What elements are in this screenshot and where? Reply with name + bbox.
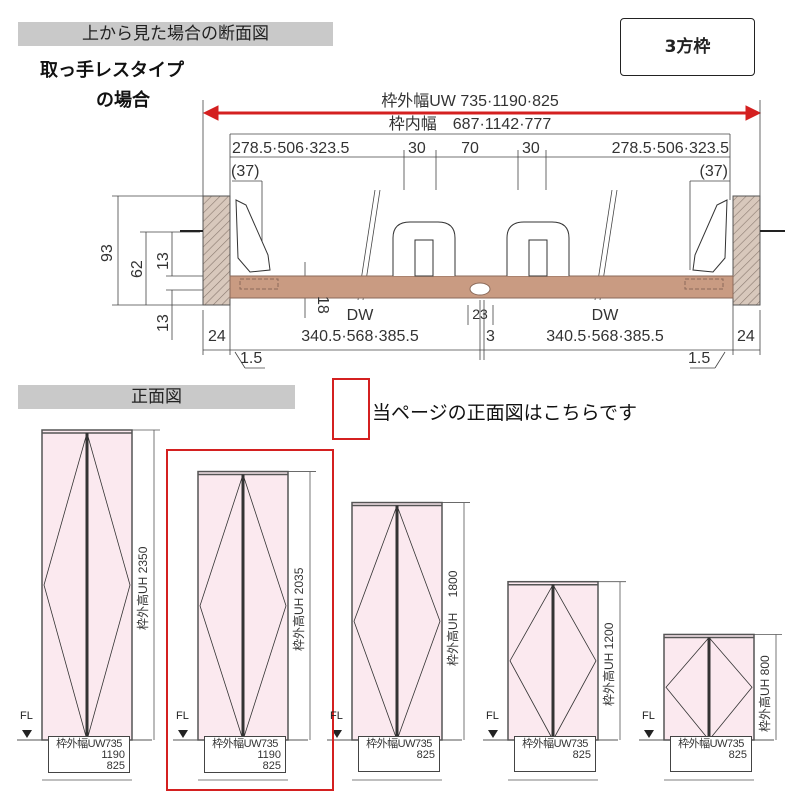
width-value: 825 bbox=[572, 749, 591, 761]
height-label: 枠外高UH 2035 bbox=[292, 567, 306, 651]
handleless-note-line2: の場合 bbox=[96, 90, 150, 111]
h13-top-dim: 13 bbox=[155, 252, 172, 270]
joint-dim: 23 bbox=[472, 306, 488, 322]
dw-left-dim: 340.5·568·385.5 bbox=[301, 328, 419, 345]
width-value: 825 bbox=[416, 749, 435, 761]
width-value: 枠外幅UW735 bbox=[366, 738, 432, 750]
right-offset-dim: (37) bbox=[700, 163, 728, 180]
left-wall bbox=[202, 195, 231, 306]
right-fold-indicator bbox=[552, 584, 597, 741]
frame-type-badge: 3方枠 bbox=[620, 18, 755, 76]
right-wall bbox=[732, 195, 761, 306]
h13-bottom-dim: 13 bbox=[155, 314, 172, 332]
right-panel-dim: 278.5·506·323.5 bbox=[612, 140, 730, 157]
selected-door-highlight[interactable] bbox=[166, 448, 334, 791]
clear-right-dim: 1.5 bbox=[688, 350, 710, 367]
right-hinge bbox=[692, 199, 728, 273]
left-offset-dim: (37) bbox=[231, 163, 259, 180]
inner-width-dim: 枠内幅 687·1142·777 bbox=[389, 115, 552, 133]
right-fold-indicator bbox=[86, 432, 131, 741]
width-value: 1190 bbox=[257, 749, 281, 761]
outer-width-arrow bbox=[202, 105, 762, 121]
left-fold-indicator bbox=[353, 505, 398, 741]
left-hinge bbox=[235, 199, 271, 273]
joint-gap-dim: 3 bbox=[486, 328, 495, 345]
floor-level-marker-icon bbox=[488, 730, 498, 738]
width-value: 枠外幅UW735 bbox=[522, 738, 588, 750]
floor-level-label: FL bbox=[176, 710, 189, 722]
gap-right-dim: 30 bbox=[522, 140, 540, 157]
floor-level-marker-icon bbox=[644, 730, 654, 738]
dw-left-label: DW bbox=[347, 307, 375, 324]
left-fold-indicator bbox=[509, 584, 554, 741]
floor-level-marker-icon bbox=[22, 730, 32, 738]
height-label: 枠外高UH 1800 bbox=[446, 570, 460, 667]
height-label: 枠外高UH 800 bbox=[758, 655, 772, 733]
width-value: 825 bbox=[106, 760, 125, 772]
right-fold-indicator bbox=[708, 637, 753, 741]
outer-width-dim: 枠外幅UW 735·1190·825 bbox=[381, 92, 559, 110]
floor-level-label: FL bbox=[20, 710, 33, 722]
handleless-note-line1: 取っ手レスタイプ bbox=[40, 60, 184, 81]
width-value: 枠外幅UW735 bbox=[56, 738, 122, 750]
left-fold-indicator bbox=[199, 474, 244, 741]
width-value: 枠外幅UW735 bbox=[678, 738, 744, 750]
width-value: 1190 bbox=[101, 749, 125, 761]
left-panel-dim: 278.5·506·323.5 bbox=[232, 140, 350, 157]
highlight-legend-box bbox=[332, 378, 370, 440]
height-label: 枠外高UH 2350 bbox=[136, 546, 150, 630]
h93-dim: 93 bbox=[99, 244, 116, 262]
thickness-dim: 18 bbox=[314, 296, 331, 314]
floor-level-label: FL bbox=[486, 710, 499, 722]
current-page-pointer-text: 当ページの正面図はこちらです bbox=[372, 402, 638, 424]
width-value: 825 bbox=[728, 749, 747, 761]
floor-level-marker-icon bbox=[178, 730, 188, 738]
left-fold-indicator bbox=[665, 637, 710, 741]
floor-level-label: FL bbox=[642, 710, 655, 722]
section-view-header: 上から見た場合の断面図 bbox=[18, 22, 333, 46]
wall-right-dim: 24 bbox=[737, 328, 755, 345]
center-dim: 70 bbox=[461, 140, 479, 157]
elevation-view-header: 正面図 bbox=[18, 385, 295, 409]
right-fold-indicator bbox=[396, 505, 441, 741]
width-value: 825 bbox=[262, 760, 281, 772]
section-drawing: 枠外幅UW 735·1190·825 枠内幅 687·1142·777 278.… bbox=[99, 92, 785, 369]
clear-left-dim: 1.5 bbox=[240, 350, 262, 367]
floor-level-marker-icon bbox=[332, 730, 342, 738]
width-value: 枠外幅UW735 bbox=[212, 738, 278, 750]
wall-left-dim: 24 bbox=[208, 328, 226, 345]
gap-left-dim: 30 bbox=[408, 140, 426, 157]
dw-right-label: DW bbox=[592, 307, 620, 324]
floor-level-label: FL bbox=[330, 710, 343, 722]
h62-dim: 62 bbox=[129, 260, 146, 278]
right-fold-indicator bbox=[242, 474, 287, 741]
dw-right-dim: 340.5·568·385.5 bbox=[546, 328, 664, 345]
left-fold-indicator bbox=[43, 432, 88, 741]
height-label: 枠外高UH 1200 bbox=[602, 622, 616, 706]
